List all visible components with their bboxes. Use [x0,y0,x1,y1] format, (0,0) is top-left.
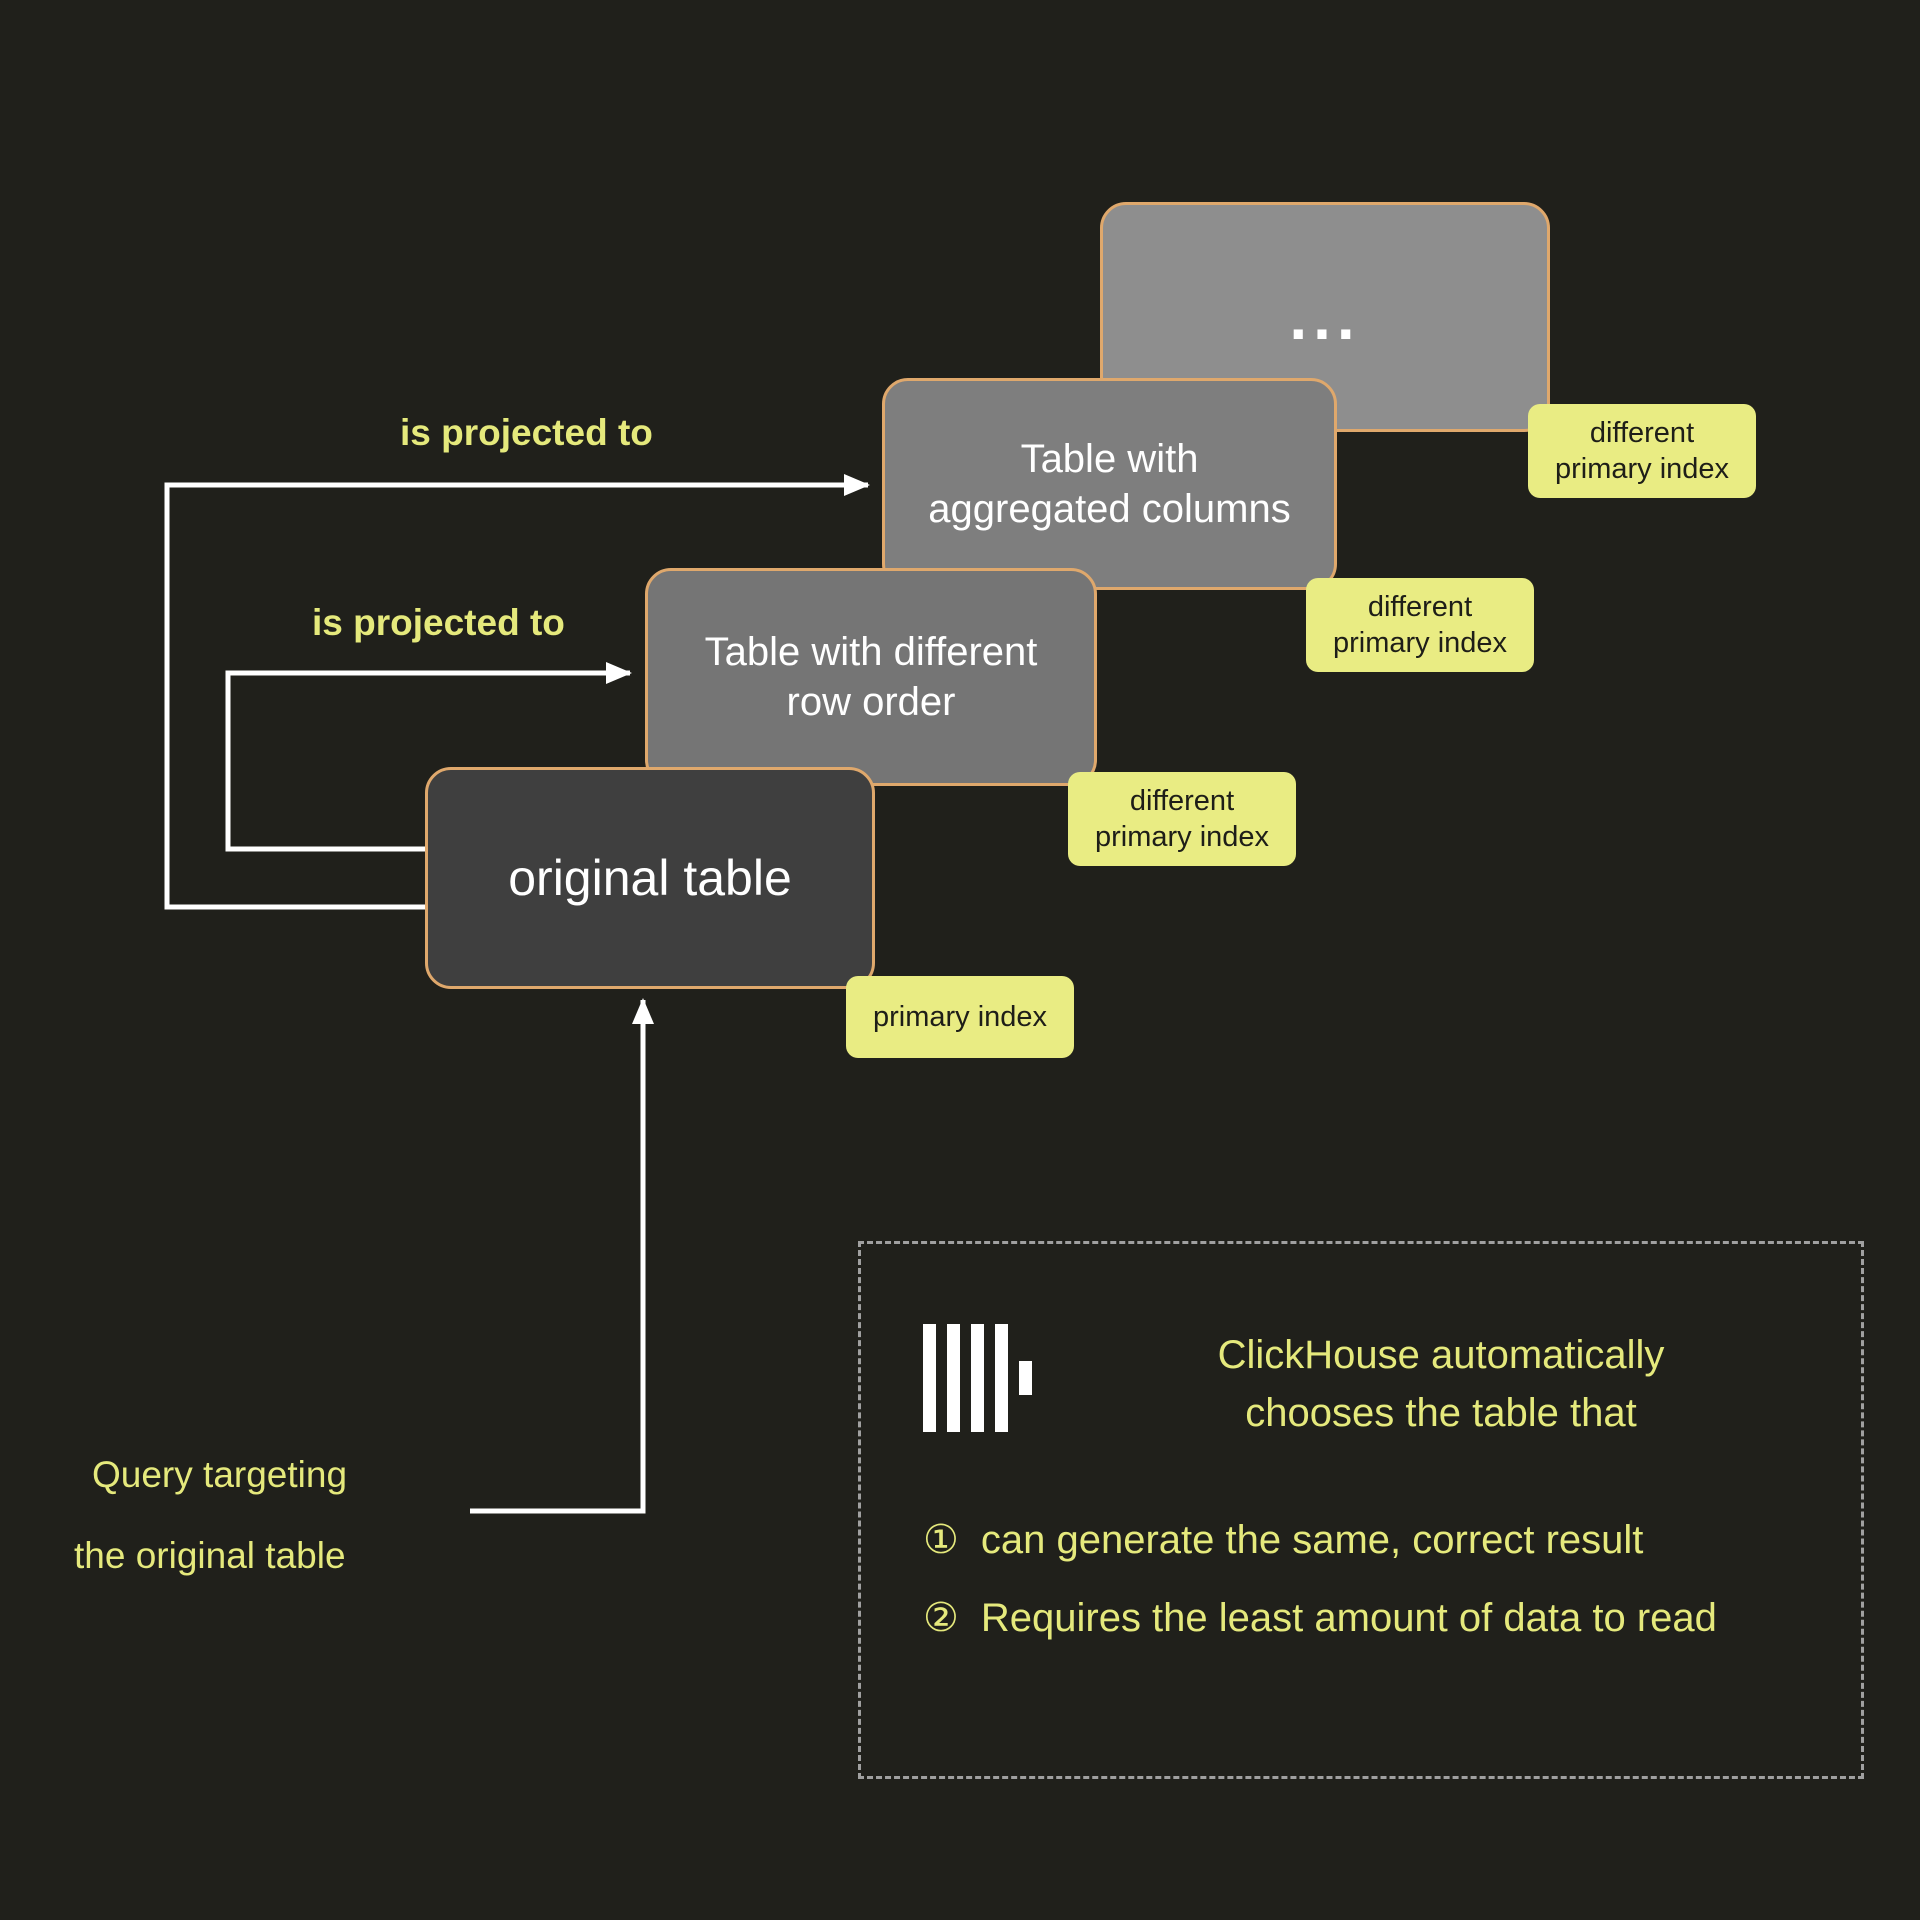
arrow-projected-to-aggregated [164,474,870,910]
arrow-query-to-original-table [470,998,654,1514]
panel-heading-line2: chooses the table that [1245,1391,1637,1435]
table-box-different-row-order: Table with different row order [645,568,1097,786]
panel-item-2-text: Requires the least amount of data to rea… [980,1596,1717,1640]
panel-item-1: ① can generate the same, correct result [923,1514,1811,1566]
label-query-targeting-line2: the original table [74,1535,346,1576]
panel-item-1-text: can generate the same, correct result [980,1518,1644,1562]
panel-item-2-number: ② [923,1596,959,1640]
panel-item-2: ② Requires the least amount of data to r… [923,1592,1811,1644]
label-is-projected-to-middle: is projected to [312,602,565,643]
table-box-more-label: ... [1289,281,1361,353]
note-primary-index: primary index [846,976,1074,1058]
clickhouse-logo-icon [923,1324,1032,1432]
table-box-aggregated-columns-label: Table with aggregated columns [928,437,1291,531]
panel-heading: ClickHouse automatically chooses the tab… [1061,1326,1821,1442]
note-different-primary-index-lower: different primary index [1068,772,1296,866]
label-is-projected-to-top: is projected to [400,412,653,453]
table-box-original-label: original table [508,849,792,906]
clickhouse-info-panel: ClickHouse automatically chooses the tab… [858,1241,1864,1779]
table-box-original: original table [425,767,875,989]
table-box-aggregated-columns: Table with aggregated columns [882,378,1337,590]
panel-heading-line1: ClickHouse automatically [1217,1333,1665,1377]
panel-item-1-number: ① [923,1518,959,1562]
table-box-different-row-order-label: Table with different row order [704,630,1038,724]
arrow-projected-to-row-order [225,662,632,852]
label-query-targeting-line1: Query targeting [92,1454,348,1495]
note-different-primary-index-middle: different primary index [1306,578,1534,672]
note-different-primary-index-top: different primary index [1528,404,1756,498]
panel-items: ① can generate the same, correct result … [923,1514,1811,1644]
